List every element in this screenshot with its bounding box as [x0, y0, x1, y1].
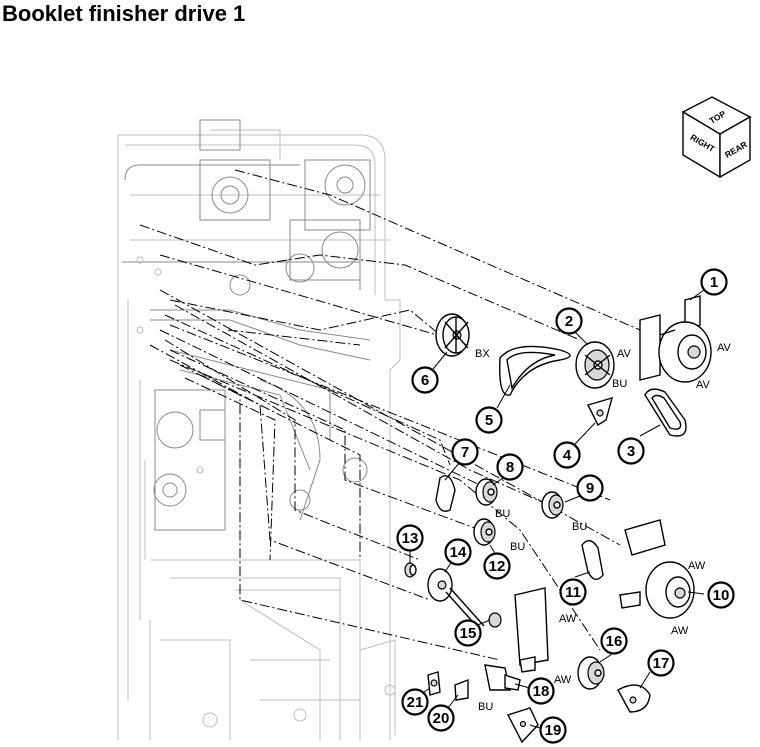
callout-13: 13 — [396, 524, 424, 552]
finisher-frame — [117, 119, 401, 740]
part-3-belt — [644, 388, 687, 437]
callouts: 1 2 3 4 5 6 7 8 9 10 11 12 13 14 15 16 1… — [396, 268, 735, 744]
bracket — [514, 587, 549, 673]
part-11-belt — [581, 540, 604, 580]
svg-text:16: 16 — [606, 633, 623, 650]
callout-19: 19 — [539, 716, 567, 744]
svg-text:18: 18 — [533, 683, 550, 700]
svg-text:7: 7 — [461, 444, 469, 461]
part-8-pulley — [475, 478, 498, 506]
code-bu: BU — [510, 541, 525, 553]
svg-text:1: 1 — [710, 274, 718, 291]
part-2-gear — [575, 341, 615, 389]
part-7-belt — [435, 475, 456, 512]
svg-text:9: 9 — [586, 480, 594, 497]
callout-leaders — [409, 289, 705, 729]
callout-16: 16 — [600, 627, 628, 655]
svg-text:3: 3 — [627, 443, 635, 460]
code-aw: AW — [671, 625, 689, 637]
part-21-gear — [427, 671, 441, 696]
part-18-gear — [484, 664, 521, 691]
callout-17: 17 — [647, 649, 675, 677]
code-aw: AW — [688, 560, 706, 572]
part-19-cover — [506, 707, 539, 744]
callout-18: 18 — [527, 677, 555, 705]
svg-text:12: 12 — [489, 558, 506, 575]
code-bu: BU — [572, 521, 587, 533]
callout-2: 2 — [555, 307, 583, 335]
callout-9: 9 — [576, 474, 604, 502]
callout-12: 12 — [483, 552, 511, 580]
page-title: Booklet finisher drive 1 — [2, 1, 246, 26]
svg-text:6: 6 — [421, 372, 429, 389]
svg-text:19: 19 — [545, 722, 562, 739]
svg-text:14: 14 — [450, 544, 467, 561]
part-9-pulley — [541, 491, 564, 519]
part-1-motor — [639, 295, 712, 383]
code-av: AV — [696, 379, 711, 391]
part-14-shaft — [427, 568, 485, 631]
callout-5: 5 — [475, 406, 503, 434]
part-13-collar — [404, 562, 417, 578]
callout-7: 7 — [451, 438, 479, 466]
svg-text:10: 10 — [713, 587, 730, 604]
part-20-clip — [454, 678, 469, 701]
leader-lines — [139, 169, 641, 661]
part-17-cover — [617, 684, 651, 713]
code-bu: BU — [495, 508, 510, 520]
part-6-pulley — [435, 313, 470, 357]
callout-15: 15 — [454, 619, 482, 647]
callout-20: 20 — [427, 704, 455, 732]
code-bx: BX — [475, 348, 490, 360]
callout-3: 3 — [617, 437, 645, 465]
callout-11: 11 — [559, 578, 587, 606]
callout-4: 4 — [553, 441, 581, 469]
svg-text:8: 8 — [506, 459, 514, 476]
code-aw: AW — [554, 674, 572, 686]
orientation-cube: TOP RIGHT REAR — [681, 96, 752, 179]
reference-codes: AV AV AV BX BU BU BU BU BU AW AW AW AW — [475, 342, 732, 713]
svg-text:2: 2 — [565, 313, 573, 330]
svg-text:21: 21 — [407, 694, 424, 711]
part-15-bushing — [488, 612, 502, 628]
callout-10: 10 — [707, 581, 735, 609]
part-12-pulley — [473, 518, 496, 546]
callout-6: 6 — [411, 366, 439, 394]
code-av: AV — [717, 342, 732, 354]
callout-8: 8 — [496, 453, 524, 481]
svg-text:5: 5 — [485, 412, 493, 429]
svg-text:13: 13 — [402, 530, 419, 547]
part-5-belt — [499, 345, 571, 396]
callout-21: 21 — [401, 688, 429, 716]
svg-text:15: 15 — [460, 625, 477, 642]
code-av: AV — [617, 348, 632, 360]
svg-text:20: 20 — [433, 710, 450, 727]
part-4-clip — [586, 396, 614, 427]
svg-text:11: 11 — [565, 584, 581, 601]
callout-1: 1 — [700, 268, 728, 296]
svg-text:17: 17 — [653, 655, 670, 672]
code-bu: BU — [478, 701, 493, 713]
code-aw: AW — [559, 613, 577, 625]
part-10-motor — [619, 519, 695, 619]
svg-text:4: 4 — [563, 447, 572, 464]
part-16-pulley — [577, 656, 605, 690]
callout-14: 14 — [444, 538, 472, 566]
code-bu: BU — [612, 378, 627, 390]
